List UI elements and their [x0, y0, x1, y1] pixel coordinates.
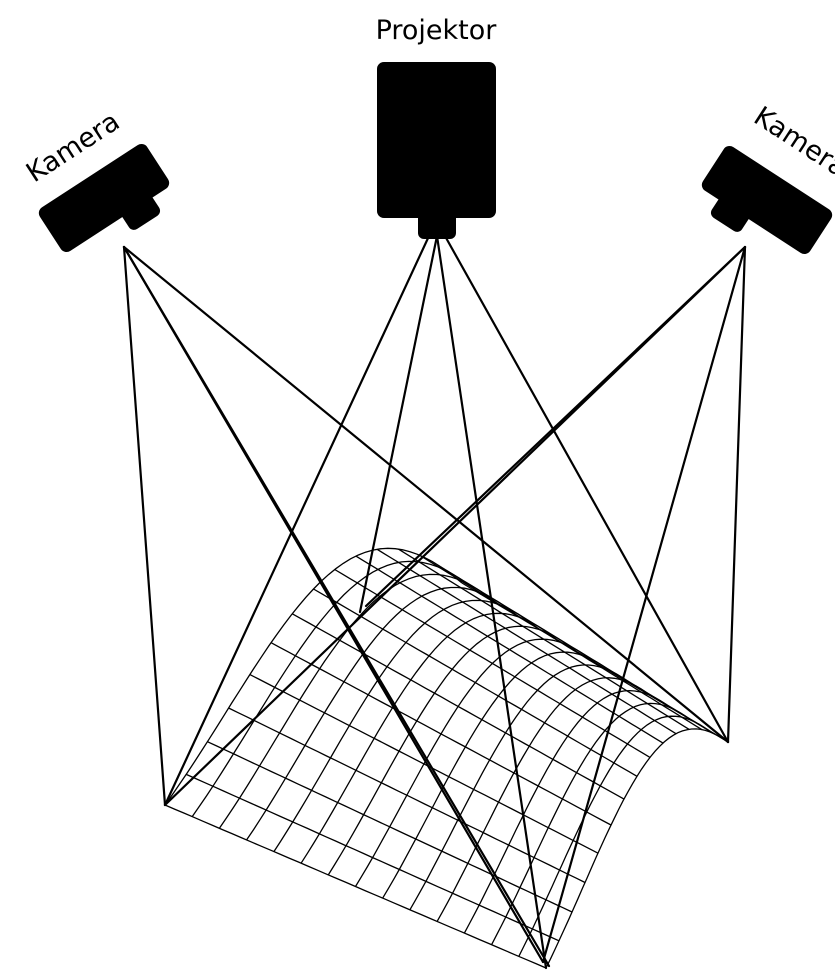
mesh-line	[185, 773, 560, 942]
camera-left-device	[38, 144, 170, 252]
mesh-line	[249, 674, 599, 854]
camera-left-lens	[121, 194, 161, 230]
mesh-line	[291, 613, 625, 800]
ray-line	[122, 245, 167, 807]
ray-line	[443, 234, 730, 744]
camera-left-body	[38, 144, 170, 252]
ray-line	[541, 245, 747, 964]
light-rays	[122, 234, 747, 970]
ray-line	[358, 234, 439, 614]
mesh-line	[270, 642, 612, 826]
ray-line	[122, 245, 730, 744]
ray-line	[435, 234, 548, 970]
mesh-line	[228, 707, 586, 884]
mesh-line	[164, 547, 463, 806]
mesh-line	[334, 568, 651, 758]
camera-right-device	[701, 146, 833, 254]
mesh-line	[518, 715, 710, 957]
mesh-line	[376, 548, 677, 735]
ray-line	[364, 245, 747, 608]
mesh-line	[461, 582, 729, 743]
mesh-line	[436, 677, 653, 922]
mesh-line	[491, 702, 691, 945]
mesh-line	[327, 625, 577, 876]
camera-right-body	[701, 146, 833, 254]
projector-device	[377, 62, 496, 239]
mesh-line	[164, 804, 547, 969]
mesh-line	[398, 548, 690, 730]
mesh-line	[207, 741, 573, 913]
mesh-line	[313, 588, 638, 777]
projector-body	[377, 62, 496, 218]
mesh-line	[545, 728, 729, 969]
projector-lens	[418, 212, 456, 239]
scanned-surface-mesh	[164, 547, 729, 969]
ray-line	[163, 234, 431, 807]
mesh-line	[246, 586, 520, 841]
ray-line	[122, 245, 551, 968]
projector-label: Projektor	[376, 15, 498, 46]
mesh-line	[355, 555, 664, 744]
camera-right-lens	[710, 196, 750, 232]
ray-line	[726, 245, 747, 744]
